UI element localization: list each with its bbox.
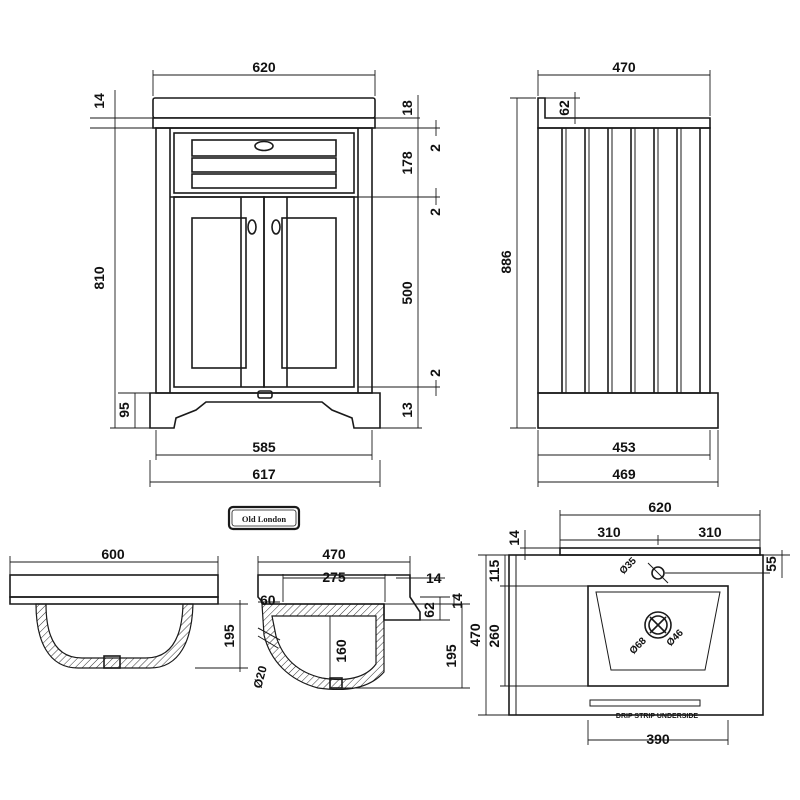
basin-section-bowl bbox=[261, 603, 385, 691]
worktop bbox=[152, 97, 376, 119]
vanity-side-view: 470 62 886 453 469 bbox=[498, 59, 719, 487]
drip-strip bbox=[589, 699, 701, 707]
dim-side-top-62: 62 bbox=[556, 100, 572, 116]
basin-front-view: 600 195 bbox=[9, 546, 248, 672]
basin-section-view: 470 275 14 60 62 14 160 195 Ø20 bbox=[250, 546, 470, 691]
dim-plan-waste-outer: Ø68 bbox=[628, 635, 649, 656]
dim-front-drawer-178: 178 bbox=[399, 151, 415, 175]
dim-plan-half-left-310: 310 bbox=[597, 524, 621, 540]
toe-catch bbox=[257, 390, 273, 399]
vanity-front-view: 620 585 617 14 810 95 18 178 500 bbox=[90, 59, 443, 487]
drawer-front bbox=[173, 132, 355, 194]
dim-front-gap-lower-2: 2 bbox=[427, 369, 443, 377]
dim-front-door-500: 500 bbox=[399, 281, 415, 305]
dim-section-waste-dia: Ø20 bbox=[250, 664, 269, 690]
dim-section-rim-14: 14 bbox=[426, 570, 442, 586]
dim-plan-half-right-310: 310 bbox=[698, 524, 722, 540]
side-plinth bbox=[537, 392, 719, 429]
dim-front-width-620: 620 bbox=[252, 59, 276, 75]
dim-section-offset-60: 60 bbox=[260, 592, 276, 608]
dim-front-plinth-95: 95 bbox=[116, 402, 132, 418]
door-right bbox=[263, 196, 355, 388]
dim-plan-bowl-width-390: 390 bbox=[646, 731, 670, 747]
waste-inner bbox=[648, 615, 668, 635]
dim-front-top-thickness-14: 14 bbox=[91, 93, 107, 109]
door-handle-right bbox=[271, 219, 281, 235]
waste-outer bbox=[644, 611, 672, 639]
dim-section-inner-160: 160 bbox=[333, 639, 349, 663]
basin-plan-outline bbox=[508, 554, 764, 716]
dim-front-lip-18: 18 bbox=[399, 100, 415, 116]
dim-side-height-886: 886 bbox=[498, 250, 514, 274]
side-panel bbox=[537, 127, 711, 394]
dim-plan-tap-offset-55: 55 bbox=[763, 556, 779, 572]
dim-plan-back-14: 14 bbox=[506, 530, 522, 546]
basin-front-top bbox=[9, 574, 219, 598]
dim-front-plinth-gap-13: 13 bbox=[399, 402, 415, 418]
dim-plan-tap-to-bowl-115: 115 bbox=[486, 559, 502, 582]
dim-section-depth-470: 470 bbox=[322, 546, 346, 562]
brand-logo: Old London bbox=[227, 505, 301, 531]
dim-section-lip-right-14: 14 bbox=[449, 593, 465, 609]
drip-strip-label: DRIP STRIP UNDERSIDE bbox=[616, 713, 699, 720]
dim-section-lip-62: 62 bbox=[421, 602, 437, 618]
dim-front-overall-width-617: 617 bbox=[252, 466, 276, 482]
dim-basin-front-depth-195: 195 bbox=[221, 624, 237, 648]
dim-front-gap-middle-2: 2 bbox=[427, 208, 443, 216]
dim-section-bowl-275: 275 bbox=[322, 569, 346, 585]
dim-plan-tap-dia: Ø35 bbox=[618, 555, 639, 576]
basin-front-bowl bbox=[35, 603, 194, 669]
dim-plan-waste-inner: Ø46 bbox=[665, 627, 686, 648]
drawer-handle bbox=[254, 140, 274, 152]
dim-front-gap-upper-2: 2 bbox=[427, 144, 443, 152]
dim-plan-depth-470: 470 bbox=[467, 623, 483, 647]
dim-section-total-195: 195 bbox=[443, 644, 459, 668]
door-left bbox=[173, 196, 265, 388]
logo-text: Old London bbox=[242, 514, 286, 524]
dim-basin-front-width-600: 600 bbox=[101, 546, 125, 562]
dim-plan-bowl-260: 260 bbox=[486, 624, 502, 648]
dim-front-inner-width-585: 585 bbox=[252, 439, 276, 455]
basin-plan-bowl bbox=[587, 585, 729, 687]
dim-side-inner-453: 453 bbox=[612, 439, 636, 455]
dim-plan-width-620: 620 bbox=[648, 499, 672, 515]
dim-side-overall-469: 469 bbox=[612, 466, 636, 482]
worktop-lip bbox=[152, 117, 376, 129]
tap-hole bbox=[651, 566, 665, 580]
basin-plan-view: DRIP STRIP UNDERSIDE 620 310 310 14 Ø35 … bbox=[467, 499, 790, 747]
dim-side-depth-470: 470 bbox=[612, 59, 636, 75]
door-handle-left bbox=[247, 219, 257, 235]
dim-front-height-810: 810 bbox=[91, 266, 107, 290]
